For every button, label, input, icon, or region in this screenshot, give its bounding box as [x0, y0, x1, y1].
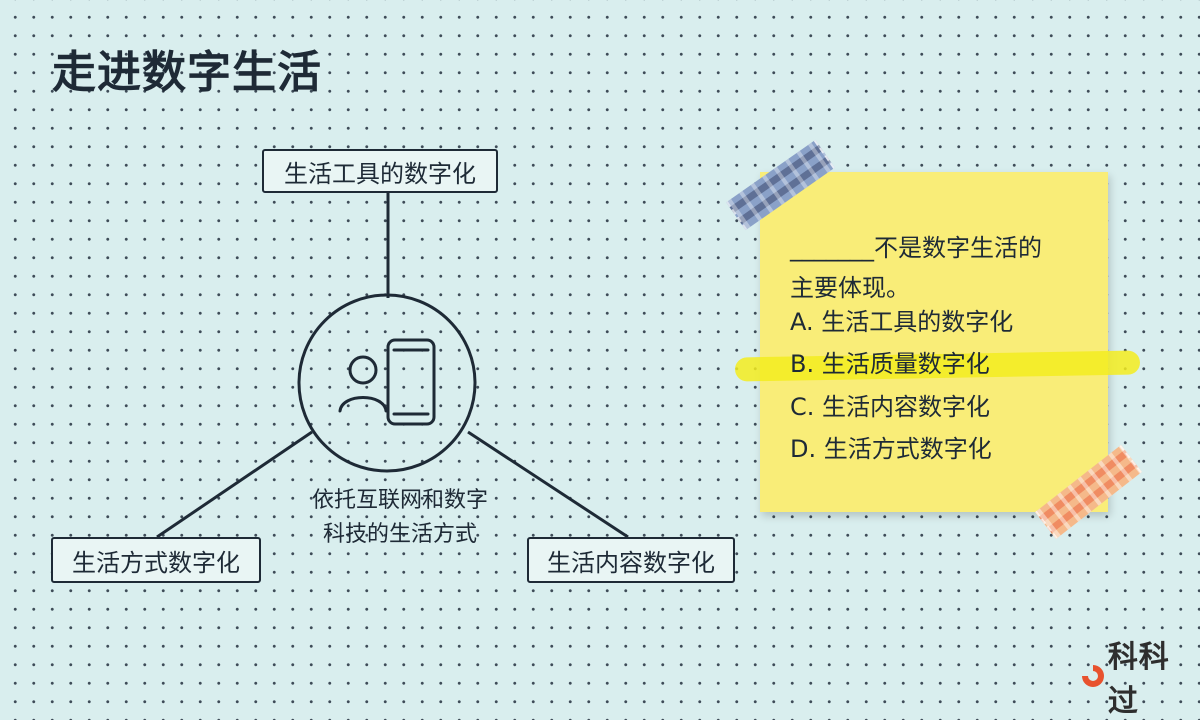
option-b: B. 生活质量数字化 [790, 344, 990, 384]
logo-icon [1082, 665, 1104, 687]
node-life-content: 生活内容数字化 [527, 537, 735, 583]
node-life-tools: 生活工具的数字化 [262, 149, 498, 193]
option-c: C. 生活内容数字化 [790, 387, 990, 427]
option-a: A. 生活工具的数字化 [790, 302, 1013, 342]
center-label-line2: 科技的生活方式 [275, 518, 525, 552]
question-line1: _______不是数字生活的 [790, 228, 1090, 268]
watermark-logo: 科科过 [1082, 632, 1200, 720]
node-lifestyle: 生活方式数字化 [51, 537, 261, 583]
center-label-line1: 依托互联网和数字 [275, 484, 525, 518]
center-label: 依托互联网和数字 科技的生活方式 [275, 484, 525, 552]
question-text: _______不是数字生活的 主要体现。 [790, 228, 1090, 308]
person-phone-icon [340, 340, 434, 424]
option-d: D. 生活方式数字化 [790, 429, 992, 469]
watermark-text: 科科过 [1108, 632, 1200, 720]
